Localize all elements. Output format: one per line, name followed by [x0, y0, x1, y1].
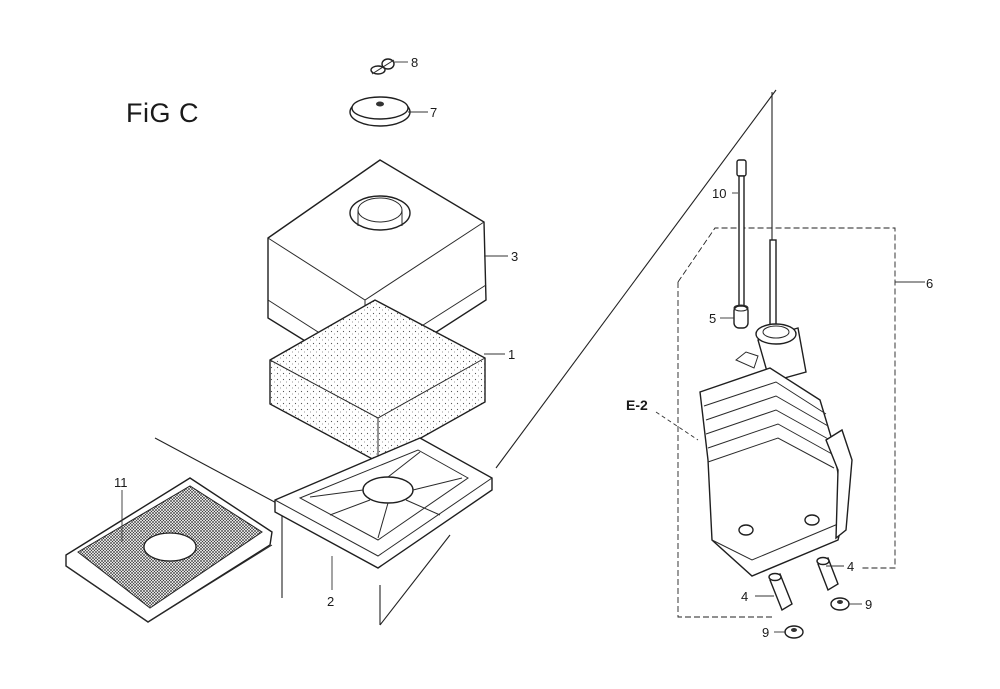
breather-pipe-icon — [733, 304, 749, 329]
callout-2: 2 — [327, 594, 334, 609]
flange-nut-icon — [784, 597, 850, 639]
callout-10: 10 — [712, 186, 726, 201]
air-cleaner-cover-icon — [267, 159, 487, 379]
callout-3: 3 — [511, 249, 518, 264]
washer-icon — [349, 96, 411, 127]
figure-title: FiG C — [126, 98, 199, 128]
callout-5: 5 — [709, 311, 716, 326]
callout-4a: 4 — [741, 589, 748, 604]
callout-labels: 8 7 3 1 2 11 10 5 6 4 4 9 9 E-2 — [114, 55, 933, 640]
wing-nut-icon — [370, 58, 395, 75]
filter-grid-icon — [274, 437, 493, 569]
callout-8: 8 — [411, 55, 418, 70]
callout-6: 6 — [926, 276, 933, 291]
pre-filter-screen-icon — [65, 477, 273, 623]
stud-bolt-icon — [736, 159, 747, 317]
dowel-pin-icon — [768, 556, 839, 612]
callout-11: 11 — [114, 475, 128, 490]
sponge-filter-icon — [269, 299, 486, 463]
callout-7: 7 — [430, 105, 437, 120]
air-cleaner-case-icon — [699, 239, 853, 577]
callout-9b: 9 — [865, 597, 872, 612]
callout-9a: 9 — [762, 625, 769, 640]
reference-e2: E-2 — [626, 397, 648, 413]
callout-4b: 4 — [847, 559, 854, 574]
guide-lines — [154, 89, 777, 626]
leader-lines — [121, 61, 862, 633]
callout-1: 1 — [508, 347, 515, 362]
group-bracket-6 — [677, 227, 925, 618]
